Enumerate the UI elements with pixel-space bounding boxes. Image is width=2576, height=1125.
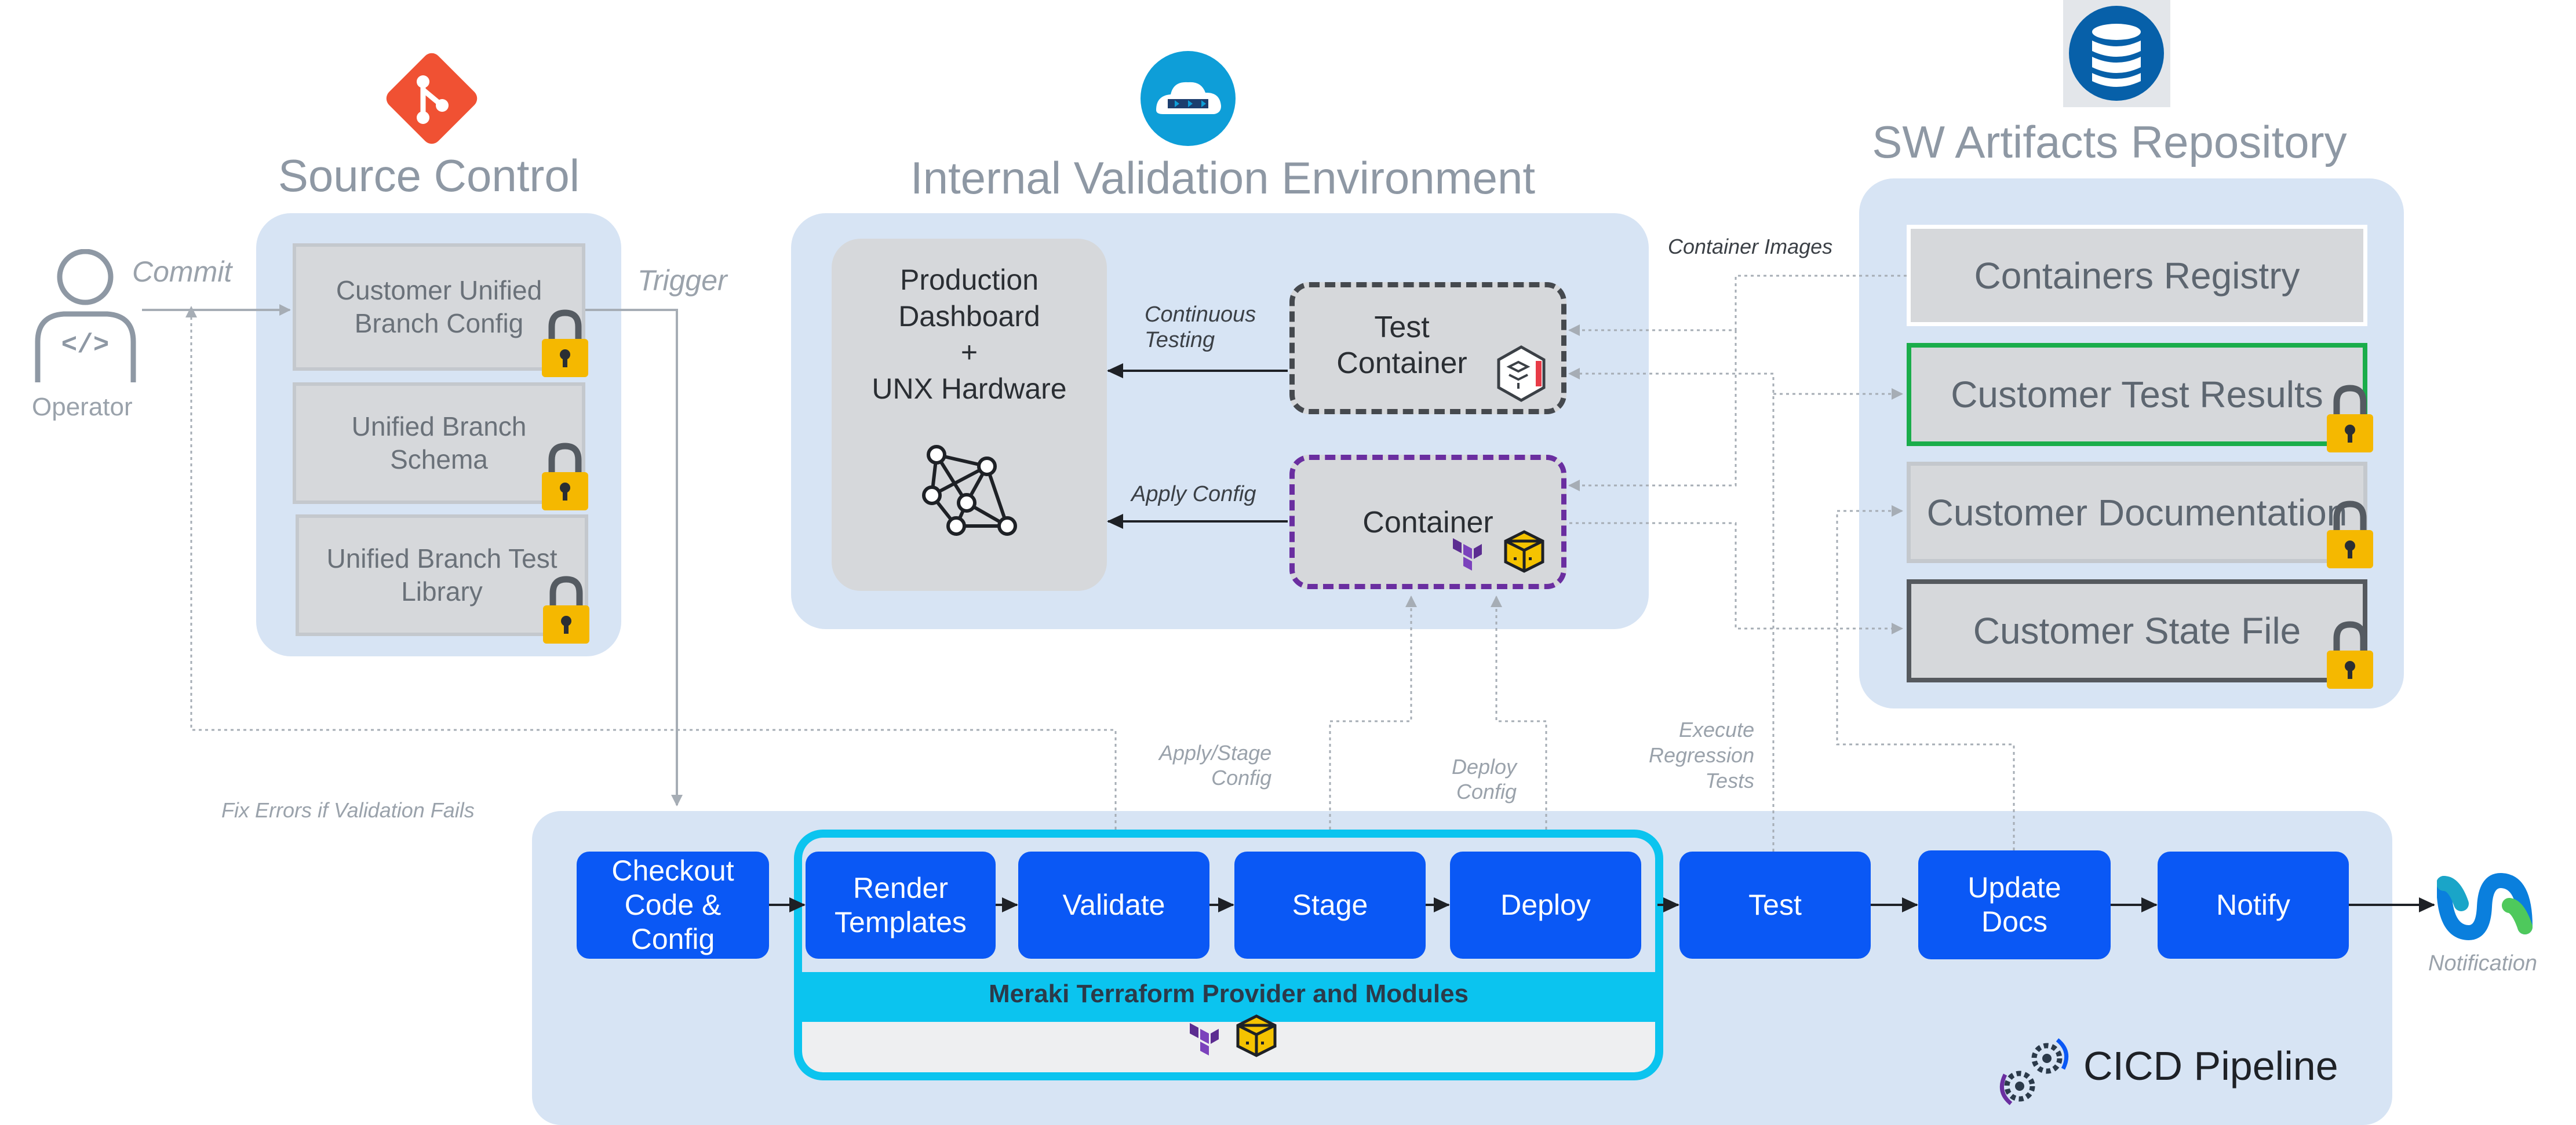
customer-documentation-box[interactable]: Customer Documentation: [1907, 462, 2367, 563]
fix-errors-line: [185, 306, 1117, 830]
stage-test[interactable]: Test: [1679, 852, 1871, 959]
artifacts-title: SW Artifacts Repository: [1872, 116, 2347, 167]
padlock-icon: [2324, 619, 2376, 691]
operator-code-icon: </>: [32, 249, 139, 388]
continuous-testing-label: Continuous Testing: [1145, 302, 1256, 352]
provider-inner-bottom: [802, 1022, 1655, 1072]
padlock-icon: [539, 440, 591, 513]
deploy-config-label: Deploy Config: [1452, 755, 1517, 804]
notification-label: Notification: [2428, 951, 2537, 976]
state-file-line: [1569, 522, 1903, 634]
trigger-arrow: [585, 309, 683, 806]
terraform-icon: [1450, 536, 1485, 571]
webex-logo-icon: [2436, 872, 2533, 941]
fix-errors-label: Fix Errors if Validation Fails: [221, 798, 475, 822]
pipeline-title: CICD Pipeline: [2083, 1043, 2338, 1089]
container-label: Container: [1362, 506, 1493, 539]
source-item-branch-config[interactable]: Customer Unified Branch Config: [293, 243, 585, 371]
git-logo-icon: [382, 49, 481, 148]
apply-config-label: Apply Config: [1131, 482, 1256, 506]
apply-stage-config-label: Apply/Stage Config: [1159, 741, 1272, 790]
execute-regression-label: Execute Regression Tests: [1649, 718, 1755, 792]
commit-label: Commit: [132, 255, 232, 288]
operator-label: Operator: [32, 393, 133, 421]
container-images-label: Container Images: [1668, 235, 1833, 258]
dashboard-line-2: Dashboard: [898, 299, 1040, 333]
dashboard-line-4: UNX Hardware: [872, 372, 1067, 405]
trigger-label: Trigger: [637, 264, 727, 297]
customer-test-results-box[interactable]: Customer Test Results: [1907, 343, 2367, 446]
padlock-icon: [2324, 382, 2376, 455]
production-dashboard-box[interactable]: Production Dashboard + UNX Hardware: [832, 239, 1107, 591]
docs-line: [1836, 505, 2015, 850]
source-control-title: Source Control: [278, 150, 580, 201]
cloud-container-icon: [1139, 49, 1237, 148]
terraform-icon: [1187, 1021, 1222, 1055]
container-images-line-2: [1568, 330, 1737, 491]
database-icon: [2063, 0, 2170, 107]
stage-deploy[interactable]: Deploy: [1450, 852, 1641, 959]
source-item-test-library[interactable]: Unified Branch Test Library: [296, 514, 588, 636]
validation-env-title: Internal Validation Environment: [910, 152, 1536, 203]
container-images-line: [1568, 275, 1907, 336]
apply-stage-line: [1329, 596, 1417, 830]
gears-icon: [1994, 1034, 2075, 1109]
source-item-branch-schema[interactable]: Unified Branch Schema: [293, 382, 585, 504]
test-container-line-1: Test: [1374, 311, 1430, 344]
package-cube-icon: [1501, 528, 1547, 575]
padlock-icon: [539, 307, 591, 379]
test-results-line: [1568, 368, 1775, 852]
test-container-icon: [1495, 345, 1547, 403]
stage-stage[interactable]: Stage: [1234, 852, 1426, 959]
svg-text:</>: </>: [61, 330, 110, 360]
dashboard-line-1: Production: [899, 264, 1039, 296]
deploy-config-line: [1491, 596, 1547, 830]
padlock-icon: [2324, 498, 2376, 571]
network-graph-icon: [920, 440, 1025, 542]
package-cube-icon: [1233, 1013, 1280, 1059]
stage-validate[interactable]: Validate: [1018, 852, 1209, 959]
dashboard-line-3: +: [960, 336, 978, 368]
padlock-icon: [540, 574, 592, 646]
provider-label: Meraki Terraform Provider and Modules: [988, 980, 1469, 1008]
stage-notify[interactable]: Notify: [2158, 852, 2349, 959]
test-container-line-2: Container: [1336, 346, 1467, 381]
containers-registry-box[interactable]: Containers Registry: [1907, 225, 2367, 326]
